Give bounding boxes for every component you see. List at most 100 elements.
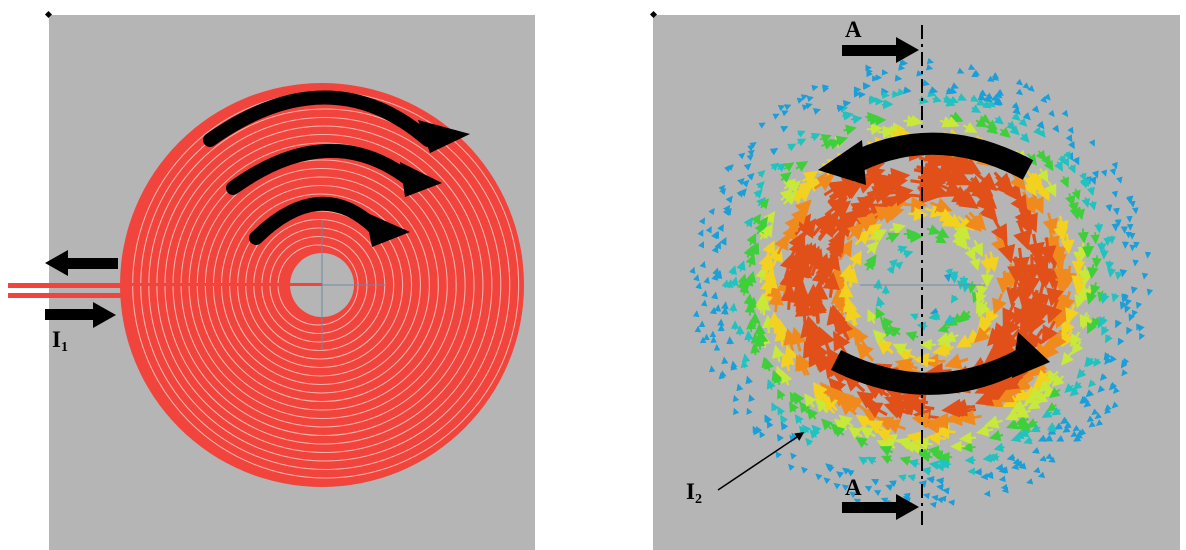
- current-vector: [773, 371, 784, 386]
- current-vector: [1026, 478, 1034, 485]
- current-vector: [728, 265, 737, 276]
- i2-subscript: 2: [694, 492, 702, 507]
- current-vector: [1061, 351, 1074, 366]
- current-vector: [880, 318, 892, 331]
- current-vector: [1119, 269, 1128, 278]
- current-vector: [774, 233, 789, 255]
- current-vector: [944, 353, 969, 370]
- current-vector: [997, 237, 1016, 264]
- current-vector: [912, 408, 940, 426]
- current-vector: [943, 273, 952, 283]
- current-vector: [710, 231, 718, 240]
- current-vector: [1132, 207, 1139, 215]
- current-vector: [721, 279, 730, 289]
- current-vector: [756, 426, 763, 434]
- current-vector: [1002, 302, 1019, 327]
- current-vector: [841, 484, 850, 491]
- current-vector: [863, 257, 875, 271]
- current-vector: [961, 281, 971, 293]
- current-vector: [1079, 172, 1087, 182]
- current-vector: [800, 318, 819, 346]
- current-vector: [794, 186, 812, 202]
- current-vector: [718, 184, 726, 192]
- i2-letter: I: [686, 479, 695, 504]
- current-vector: [1079, 312, 1091, 328]
- current-vector: [1015, 78, 1023, 86]
- current-vector: [1047, 109, 1055, 118]
- current-vector: [780, 414, 789, 424]
- current-vector: [956, 225, 971, 240]
- section-arrow-top-icon: [842, 37, 919, 63]
- current-vector: [806, 95, 814, 103]
- flow-arrows-right: [818, 132, 1050, 395]
- current-vector: [1039, 455, 1047, 462]
- current-vector: [709, 306, 717, 315]
- current-vector: [931, 494, 939, 502]
- current-vector: [717, 223, 724, 232]
- current-vector: [935, 233, 947, 244]
- current-vector: [797, 218, 816, 243]
- current-vector: [695, 282, 702, 290]
- current-vector: [887, 188, 914, 207]
- current-vector: [832, 425, 846, 438]
- current-vector: [724, 207, 732, 216]
- current-vector: [801, 466, 809, 474]
- current-vector: [970, 239, 983, 257]
- current-vector: [1034, 369, 1051, 385]
- current-vector: [787, 180, 801, 194]
- current-vector: [721, 356, 729, 365]
- current-vector: [822, 86, 830, 93]
- current-vector: [720, 370, 727, 378]
- current-vector: [1054, 160, 1063, 172]
- current-vector: [837, 239, 853, 261]
- current-vector: [1114, 219, 1122, 227]
- current-vector: [1121, 293, 1129, 302]
- current-vector: [899, 456, 912, 466]
- current-vector: [689, 266, 696, 275]
- current-vector: [809, 429, 819, 440]
- current-vector: [883, 317, 894, 329]
- current-vector: [928, 460, 941, 470]
- current-vector: [801, 104, 810, 111]
- current-vector: [817, 326, 836, 354]
- current-vector: [983, 94, 993, 103]
- current-vector: [837, 316, 854, 342]
- current-vector: [866, 456, 877, 466]
- current-vector: [850, 114, 863, 125]
- current-vector: [747, 144, 755, 152]
- current-vector: [908, 458, 920, 469]
- current-vector: [864, 401, 888, 419]
- current-vector: [714, 304, 722, 312]
- current-vector: [1085, 389, 1095, 398]
- current-vector: [1045, 453, 1053, 460]
- current-vector: [1015, 460, 1024, 468]
- current-vector: [827, 233, 845, 258]
- current-vector: [1030, 423, 1041, 433]
- current-vector: [986, 123, 999, 135]
- current-vector: [819, 133, 832, 144]
- current-vector: [763, 357, 775, 372]
- current-vector: [992, 98, 1002, 106]
- current-vector: [1037, 471, 1046, 478]
- current-vector: [750, 213, 761, 225]
- current-vector: [760, 223, 773, 239]
- current-vector: [783, 162, 795, 172]
- current-vector: [1135, 301, 1143, 310]
- current-vector: [964, 214, 982, 233]
- current-vector: [984, 415, 1003, 429]
- current-label-i2: I2: [686, 480, 702, 507]
- current-vector: [762, 267, 777, 288]
- current-vector: [1109, 168, 1116, 176]
- current-vector: [767, 311, 783, 333]
- current-vector: [995, 88, 1004, 96]
- current-vector: [915, 437, 933, 451]
- current-vector: [956, 67, 965, 74]
- current-vector: [1088, 200, 1097, 211]
- current-vector: [907, 114, 924, 127]
- current-vector: [1043, 159, 1054, 172]
- current-vector: [748, 394, 756, 403]
- current-vector: [1002, 393, 1023, 408]
- current-vector: [736, 383, 744, 392]
- current-vector: [996, 387, 1019, 403]
- current-vector: [854, 215, 876, 232]
